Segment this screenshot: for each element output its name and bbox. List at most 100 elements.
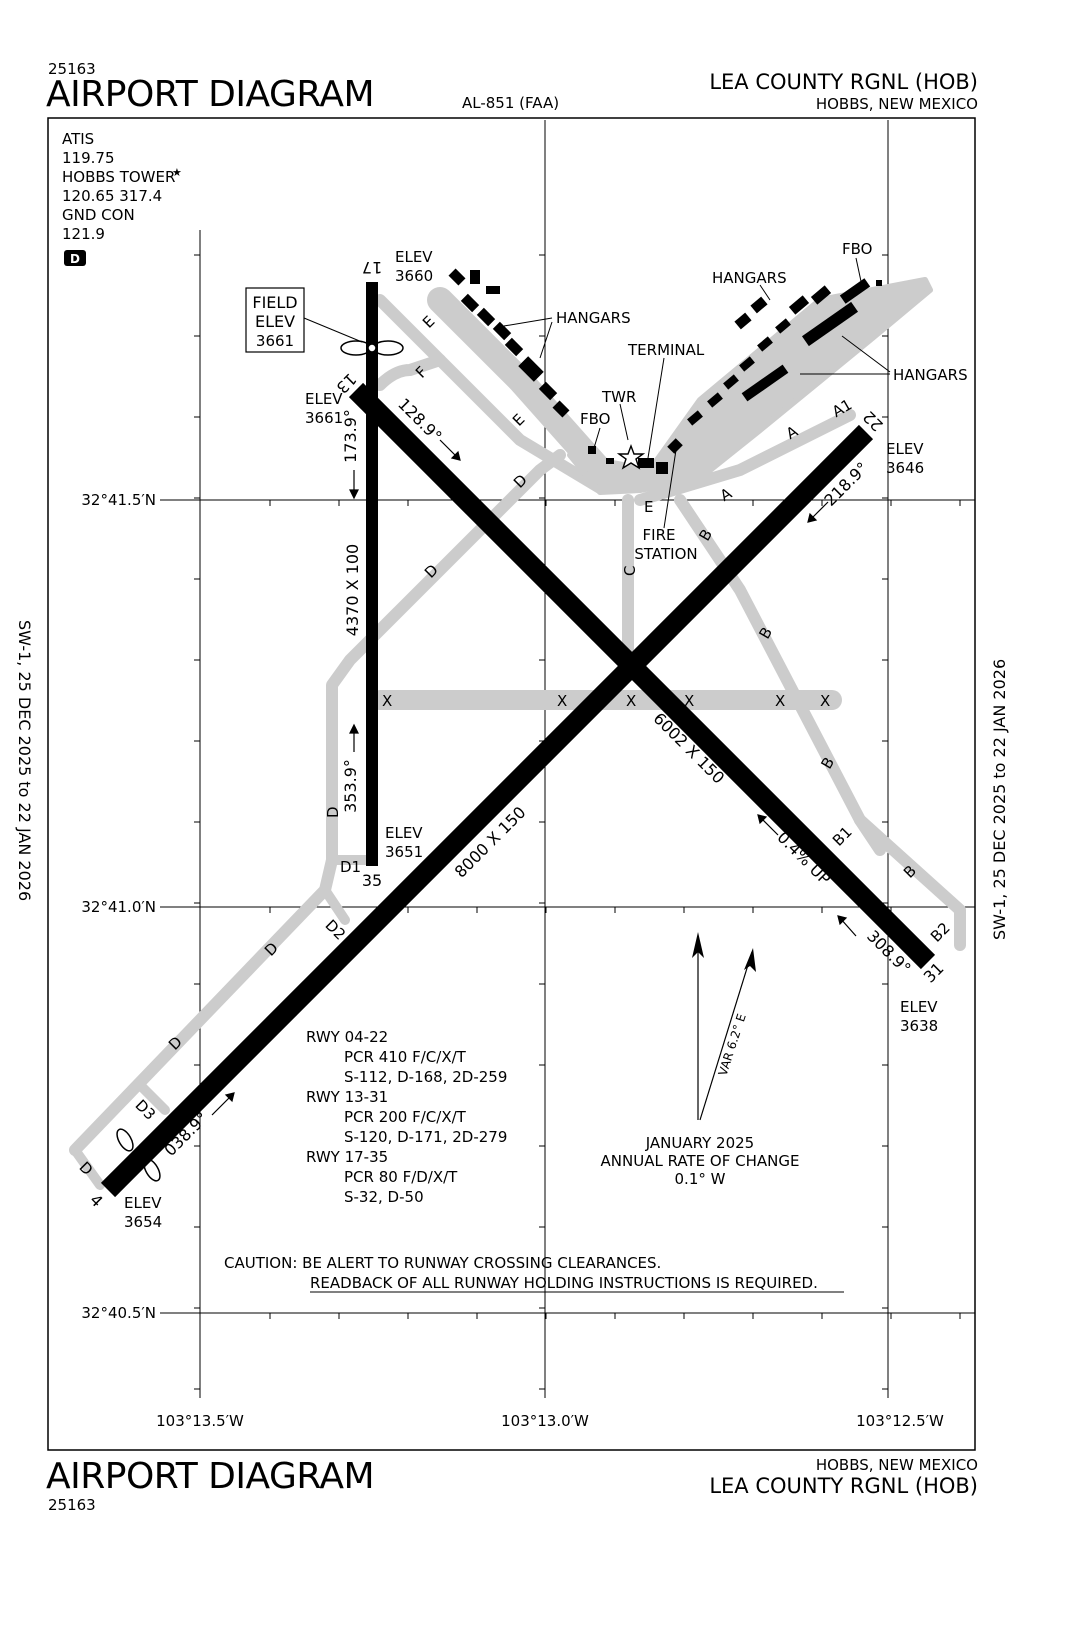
field-elev-box (245, 287, 305, 353)
page-title-bottom: AIRPORT DIAGRAM (46, 1456, 375, 1497)
terminal-building (638, 458, 654, 468)
hangar-building (518, 356, 544, 382)
comms-tower-freq: 120.65 317.4 (62, 187, 162, 205)
hangar-building (788, 295, 810, 315)
hangars-label-3: HANGARS (893, 366, 968, 384)
twy-e-3: E (644, 498, 653, 516)
hangar-building (504, 337, 524, 357)
rwy-info-line: S-120, D-171, 2D-279 (344, 1128, 507, 1146)
magnetic-north-arrow-icon (699, 948, 756, 1121)
twy-e-1: E (419, 312, 438, 331)
taxiway-e (374, 294, 606, 494)
variation-label: VAR 6.2° E (716, 1012, 749, 1077)
lat-label-2: 32°41.0′N (81, 898, 156, 916)
elev-17-label: ELEV (395, 248, 433, 266)
elev-22-value: 3646 (886, 459, 924, 477)
twy-x-2: X (557, 692, 567, 710)
chart-code-top: 25163 (48, 60, 96, 78)
elev-13-label: ELEV (305, 390, 343, 408)
twy-a-1: A (717, 484, 736, 505)
field-elev-line3: 3661 (256, 332, 294, 350)
d-badge (64, 250, 86, 266)
elev-13-value: 3661 (305, 409, 343, 427)
runway-04-22 (100, 424, 874, 1198)
chart-code-bottom: 25163 (48, 1496, 96, 1514)
twy-d1: D1 (340, 858, 361, 876)
twy-x-4: X (684, 692, 694, 710)
city-bottom: HOBBS, NEW MEXICO (815, 1456, 978, 1474)
hangar-building (810, 285, 832, 305)
page-title-top: AIRPORT DIAGRAM (46, 74, 375, 115)
comms-tower: HOBBS TOWER (62, 168, 175, 186)
twy-c: C (621, 566, 639, 576)
windcone-icon (116, 1128, 161, 1182)
airport-name-top: LEA COUNTY RGNL (HOB) (709, 70, 978, 94)
hangars-label-1: HANGARS (556, 309, 631, 327)
beacon-icon (340, 340, 404, 356)
d-badge-label: D (70, 252, 80, 266)
fbo-building (876, 280, 882, 286)
taxiway-d-end (70, 1145, 105, 1190)
fbo-building (588, 446, 596, 454)
fbo-label-2: FBO (580, 410, 610, 428)
hangar-building (492, 321, 512, 341)
terminal-building (656, 462, 668, 474)
building (606, 458, 614, 464)
buildings (448, 268, 882, 474)
hangar-building (723, 374, 739, 390)
lon-label-3: 103°12.5′W (856, 1412, 944, 1430)
taxiway-a (634, 409, 856, 506)
twy-x-1: X (382, 692, 392, 710)
rwy-info-line: RWY 13-31 (306, 1088, 388, 1106)
twy-x-6: X (820, 692, 830, 710)
caution-line-2: READBACK OF ALL RUNWAY HOLDING INSTRUCTI… (310, 1274, 818, 1292)
field-elev-line1: FIELD (252, 293, 297, 312)
taxiway-d2 (320, 885, 350, 925)
hangar-row (839, 278, 871, 304)
hangars-label-2: HANGARS (712, 269, 787, 287)
hangar-building (486, 286, 500, 294)
airport-name-bottom: LEA COUNTY RGNL (HOB) (709, 1474, 978, 1498)
comms-atis-freq: 119.75 (62, 149, 115, 167)
hangar-building (552, 400, 570, 418)
elev-4-label: ELEV (124, 1194, 162, 1212)
runway-17-35-dimensions: 4370 X 100 (343, 544, 362, 636)
hangar-building (460, 293, 480, 313)
apron-left (427, 287, 613, 483)
fire-station-building (667, 438, 683, 454)
rwy-info-line: PCR 200 F/C/X/T (344, 1108, 467, 1126)
twy-d-3: D (324, 806, 342, 818)
elev-35-label: ELEV (385, 824, 423, 842)
caution-line-1: CAUTION: BE ALERT TO RUNWAY CROSSING CLE… (224, 1254, 661, 1272)
tower-star-mark: ★ (172, 166, 182, 179)
rwy-info-line: S-112, D-168, 2D-259 (344, 1068, 507, 1086)
hangar-row (801, 301, 859, 347)
hangar-building (538, 381, 558, 401)
rwy-info-line: RWY 17-35 (306, 1148, 388, 1166)
hangar-building (476, 307, 496, 327)
field-elev-leader (303, 317, 363, 343)
lat-label-1: 32°41.5′N (81, 491, 156, 509)
elev-31-value: 3638 (900, 1017, 938, 1035)
heading-173: 173.9° (341, 409, 360, 463)
twy-x-5: X (775, 692, 785, 710)
hangar-building (739, 356, 755, 372)
rwy-info-line: PCR 80 F/D/X/T (344, 1168, 458, 1186)
apron-main (567, 277, 933, 495)
runways (100, 282, 936, 1198)
fire-station-label-2: STATION (634, 545, 697, 563)
twy-b1: B1 (829, 823, 856, 850)
runway-end-35: 35 (362, 871, 382, 890)
hangar-row (741, 364, 789, 402)
twy-b2: B2 (927, 919, 954, 946)
hangar-building (757, 336, 773, 352)
elev-17-value: 3660 (395, 267, 433, 285)
elev-31-label: ELEV (900, 998, 938, 1016)
taxiway-d3 (135, 1080, 170, 1115)
label-leaders (503, 257, 891, 529)
taxiway-f (374, 354, 446, 391)
map-frame (47, 117, 976, 1451)
lon-label-2: 103°13.0′W (501, 1412, 589, 1430)
city-top: HOBBS, NEW MEXICO (815, 95, 978, 113)
rwy-info-line: S-32, D-50 (344, 1188, 424, 1206)
